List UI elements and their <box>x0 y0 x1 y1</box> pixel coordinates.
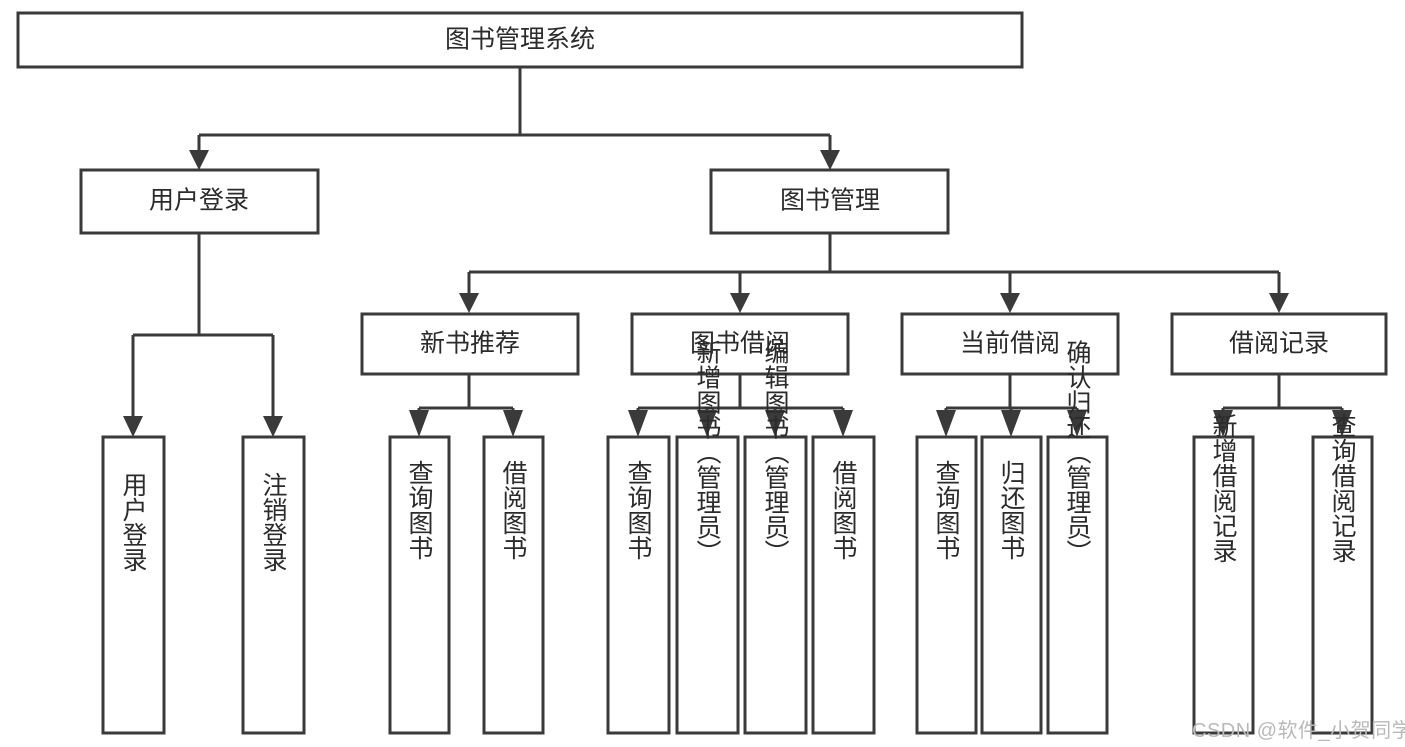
leaf-borrow-record-1-box[interactable] <box>1192 435 1255 735</box>
node-book-borrow-box[interactable] <box>630 312 850 376</box>
leaf-current-borrow-3[interactable]: 确认归还（管理员） <box>1046 340 1109 735</box>
leaf-current-borrow-2-label: 归还图书 <box>997 460 1026 560</box>
leaf-book-borrow-4[interactable]: 借阅图书 <box>811 435 876 735</box>
leaf-current-borrow-2-box[interactable] <box>980 435 1043 735</box>
arrow-head-leaf-br-2 <box>1332 410 1352 437</box>
leaf-user-login-2-label: 注销登录 <box>259 472 288 572</box>
node-user-login-box[interactable] <box>79 168 320 235</box>
leaf-borrow-record-1-label: 新增借阅记录 <box>1209 413 1238 563</box>
node-book-borrow[interactable]: 图书借阅 <box>630 312 850 376</box>
node-borrow-record-box[interactable] <box>1170 312 1388 376</box>
node-book-management[interactable]: 图书管理 <box>709 168 950 235</box>
leaf-borrow-record-2-label: 查询借阅记录 <box>1328 413 1357 563</box>
leaf-book-borrow-2-label: 新增图书（管理员） <box>693 340 722 565</box>
node-new-book-recommend-box[interactable] <box>360 312 580 376</box>
leaf-user-login-1-box[interactable] <box>101 435 166 735</box>
connector-group-book-mgmt <box>459 233 1289 313</box>
connector-group-current-borrow <box>936 374 1087 437</box>
leaf-user-login-2-box[interactable] <box>241 435 306 735</box>
leaf-new-book-recommend-1-box[interactable] <box>388 435 451 735</box>
leaf-current-borrow-3-label: 确认归还（管理员） <box>1063 340 1092 565</box>
node-new-book-recommend-label: 新书推荐 <box>420 330 520 358</box>
leaf-book-borrow-2[interactable]: 新增图书（管理员） <box>675 340 740 735</box>
node-borrow-record[interactable]: 借阅记录 <box>1170 312 1388 376</box>
node-book-management-box[interactable] <box>709 168 950 235</box>
leaf-book-borrow-1[interactable]: 查询图书 <box>606 435 671 735</box>
node-current-borrow-label: 当前借阅 <box>960 330 1060 358</box>
leaf-new-book-recommend-1-label: 查询图书 <box>405 460 434 560</box>
arrow-head-leaf-bb-1 <box>628 410 648 437</box>
arrow-head-user-login <box>189 150 209 170</box>
leaf-current-borrow-2[interactable]: 归还图书 <box>980 435 1043 735</box>
arrow-head-leaf-cb-2 <box>1001 410 1021 437</box>
leaf-current-borrow-1-box[interactable] <box>915 435 978 735</box>
leaf-book-borrow-1-box[interactable] <box>606 435 671 735</box>
node-borrow-record-label: 借阅记录 <box>1229 330 1329 358</box>
leaf-book-borrow-3-label: 编辑图书（管理员） <box>761 340 790 565</box>
arrow-head-leaf-nbr-2 <box>503 410 523 437</box>
arrow-head-leaf-bb-2 <box>697 410 717 437</box>
arrow-head-leaf-nbr-1 <box>409 410 429 437</box>
leaf-book-borrow-3[interactable]: 编辑图书（管理员） <box>743 340 808 735</box>
leaf-user-login-2[interactable]: 注销登录 <box>241 435 306 735</box>
node-current-borrow-box[interactable] <box>900 312 1120 376</box>
arrow-head-borrow-record <box>1269 293 1289 313</box>
leaf-book-borrow-2-box[interactable] <box>675 435 740 735</box>
leaf-current-borrow-1-label: 查询图书 <box>932 460 961 560</box>
node-root-box[interactable] <box>16 11 1024 69</box>
node-current-borrow[interactable]: 当前借阅 <box>900 312 1120 376</box>
arrow-head-book-borrow <box>730 293 750 313</box>
leaf-borrow-record-2[interactable]: 查询借阅记录 <box>1311 413 1374 735</box>
arrow-head-leaf-cb-3 <box>1067 410 1087 437</box>
leaf-new-book-recommend-1[interactable]: 查询图书 <box>388 435 451 735</box>
leaf-book-borrow-4-label: 借阅图书 <box>829 460 858 560</box>
leaf-book-borrow-1-label: 查询图书 <box>624 460 653 560</box>
arrow-head-book-mgmt <box>820 150 840 170</box>
leaf-book-borrow-4-box[interactable] <box>811 435 876 735</box>
connector-group-borrow-record <box>1213 374 1352 437</box>
node-user-login[interactable]: 用户登录 <box>79 168 320 235</box>
node-user-login-label: 用户登录 <box>149 187 249 215</box>
leaf-current-borrow-3-box[interactable] <box>1046 435 1109 735</box>
arrow-head-leaf-user-login-1 <box>123 416 143 437</box>
connector-group-new-book-recommend <box>409 374 523 437</box>
node-root-label: 图书管理系统 <box>445 26 595 54</box>
leaf-user-login-1-label: 用户登录 <box>119 472 148 572</box>
leaf-new-book-recommend-2-label: 借阅图书 <box>499 460 528 560</box>
connector-group-root <box>189 67 840 170</box>
leaf-book-borrow-3-box[interactable] <box>743 435 808 735</box>
arrow-head-leaf-br-1 <box>1213 410 1233 437</box>
arrow-head-leaf-cb-1 <box>936 410 956 437</box>
node-book-borrow-label: 图书借阅 <box>690 330 790 358</box>
leaf-borrow-record-1[interactable]: 新增借阅记录 <box>1192 413 1255 735</box>
arrow-head-current-borrow <box>1000 293 1020 313</box>
connector-group-book-borrow <box>628 374 853 437</box>
node-root[interactable]: 图书管理系统 <box>16 11 1024 69</box>
node-new-book-recommend[interactable]: 新书推荐 <box>360 312 580 376</box>
leaf-user-login-1[interactable]: 用户登录 <box>101 435 166 735</box>
leaf-current-borrow-1[interactable]: 查询图书 <box>915 435 978 735</box>
arrow-head-leaf-bb-4 <box>833 410 853 437</box>
node-book-management-label: 图书管理 <box>780 187 880 215</box>
leaf-borrow-record-2-box[interactable] <box>1311 435 1374 735</box>
arrow-head-new-book-recommend <box>459 293 479 313</box>
connector-group-user-login <box>123 233 283 437</box>
leaf-new-book-recommend-2[interactable]: 借阅图书 <box>482 435 545 735</box>
arrow-head-leaf-user-login-2 <box>263 416 283 437</box>
arrow-head-leaf-bb-3 <box>765 410 785 437</box>
leaf-new-book-recommend-2-box[interactable] <box>482 435 545 735</box>
